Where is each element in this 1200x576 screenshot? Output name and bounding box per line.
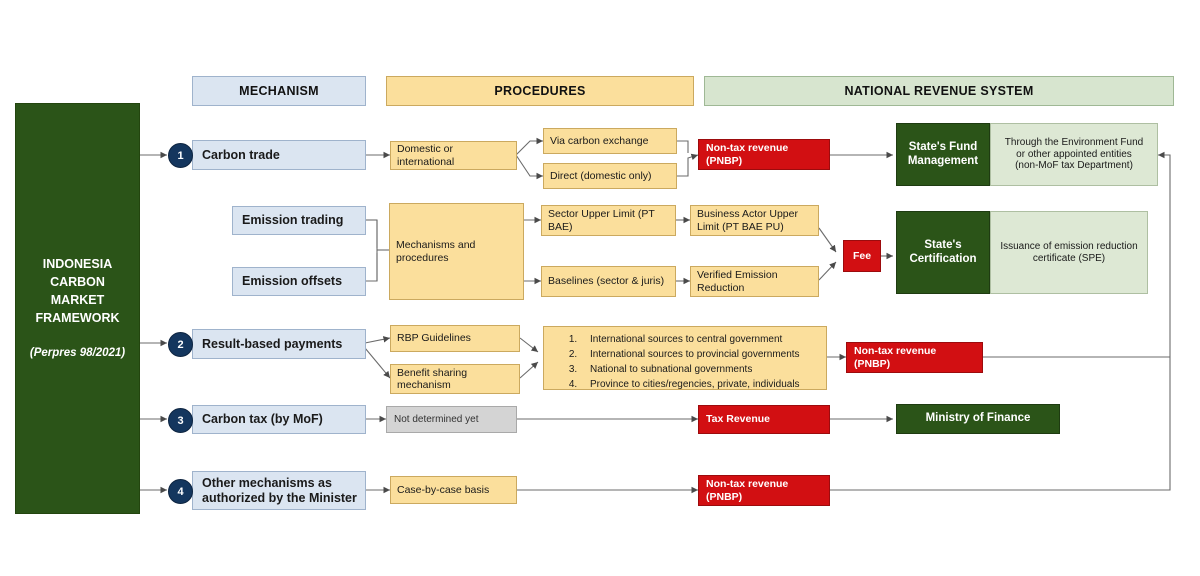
rbp-flow-list: International sources to central governm… — [543, 326, 827, 390]
framework-sidebar: INDONESIA CARBON MARKET FRAMEWORK (Perpr… — [15, 103, 140, 514]
list-item: National to subnational governments — [580, 364, 818, 376]
revenue-label-line-2: (PNBP) — [854, 357, 891, 370]
list-item: International sources to provincial gove… — [580, 349, 818, 361]
certification-title-line-2: Certification — [909, 252, 977, 265]
other-mechanism-line-1: Other mechanisms as — [202, 475, 332, 490]
procedure-line-2: procedures — [396, 251, 449, 264]
mechanism-carbon-tax[interactable]: Carbon tax (by MoF) — [192, 405, 366, 434]
certification-detail-line-1: Issuance of emission reduction — [1000, 240, 1138, 252]
procedure-sector-upper-limit[interactable]: Sector Upper Limit (PT BAE) — [541, 205, 676, 236]
mechanism-other-authorized-by-minister[interactable]: Other mechanisms as authorized by the Mi… — [192, 471, 366, 510]
list-item: International sources to central governm… — [580, 334, 818, 346]
sidebar-title-line-2: CARBON — [50, 275, 105, 290]
benefit-sharing-line-2: mechanism — [397, 379, 451, 391]
outcome-detail-spe-issuance: Issuance of emission reduction certifica… — [990, 211, 1148, 294]
sidebar-title-line-3: MARKET — [50, 293, 105, 308]
step-number-4: 4 — [168, 479, 193, 504]
outcome-detail-line-1: Through the Environment Fund — [1004, 136, 1144, 148]
certification-detail-line-2: certificate (SPE) — [1032, 252, 1106, 264]
procedure-not-determined-yet[interactable]: Not determined yet — [386, 406, 517, 433]
header-mechanism: MECHANISM — [192, 76, 366, 106]
procedure-business-actor-upper-limit[interactable]: Business Actor Upper Limit (PT BAE PU) — [690, 205, 819, 236]
sidebar-title-line-1: INDONESIA — [42, 256, 113, 271]
revenue-label-line-2: (PNBP) — [706, 154, 743, 167]
other-mechanism-line-2: authorized by the Minister — [202, 490, 357, 505]
outcome-ministry-of-finance[interactable]: Ministry of Finance — [896, 404, 1060, 434]
procedure-rbp-guidelines[interactable]: RBP Guidelines — [390, 325, 520, 352]
outcome-detail-environment-fund: Through the Environment Fund or other ap… — [990, 123, 1158, 186]
outcome-title-line-1: State's Fund — [908, 140, 978, 153]
step-number-1: 1 — [168, 143, 193, 168]
procedure-baselines-sector-juris[interactable]: Baselines (sector & juris) — [541, 266, 676, 297]
fee-node[interactable]: Fee — [843, 240, 881, 272]
outcome-states-fund-management[interactable]: State's Fund Management — [896, 123, 990, 186]
procedure-mechanisms-and-procedures[interactable]: Mechanisms and procedures — [389, 203, 524, 300]
step-number-3: 3 — [168, 408, 193, 433]
procedure-line-1: Mechanisms and — [396, 239, 476, 252]
certification-title-line-1: State's — [924, 238, 962, 251]
header-procedures: PROCEDURES — [386, 76, 694, 106]
procedure-domestic-or-international[interactable]: Domestic or international — [390, 141, 517, 170]
revenue-non-tax-pnbp-result-based[interactable]: Non-tax revenue (PNBP) — [846, 342, 983, 373]
outcome-states-certification[interactable]: State's Certification — [896, 211, 990, 294]
procedure-via-carbon-exchange[interactable]: Via carbon exchange — [543, 128, 677, 154]
benefit-sharing-line-1: Benefit sharing — [397, 366, 468, 379]
revenue-label-line-1: Non-tax revenue — [706, 142, 789, 155]
procedure-benefit-sharing-mechanism[interactable]: Benefit sharing mechanism — [390, 364, 520, 394]
revenue-label-line-1: Non-tax revenue — [706, 478, 789, 491]
outcome-detail-line-3: (non-MoF tax Department) — [1015, 160, 1133, 172]
step-number-2: 2 — [168, 332, 193, 357]
sidebar-regulation: (Perpres 98/2021) — [29, 347, 126, 360]
outcome-detail-line-2: or other appointed entities — [1016, 148, 1132, 160]
sidebar-title-line-4: FRAMEWORK — [35, 311, 120, 326]
mechanism-emission-trading[interactable]: Emission trading — [232, 206, 366, 235]
revenue-label-line-2: (PNBP) — [706, 490, 743, 503]
outcome-title-line-2: Management — [907, 154, 979, 167]
rbp-flow-ordered-list: International sources to central governm… — [558, 334, 818, 391]
mechanism-carbon-trade[interactable]: Carbon trade — [192, 140, 366, 170]
revenue-label-line-1: Non-tax revenue — [854, 345, 937, 358]
procedure-verified-emission-reduction[interactable]: Verified Emission Reduction — [690, 266, 819, 297]
mechanism-result-based-payments[interactable]: Result-based payments — [192, 329, 366, 359]
header-national-revenue-system: NATIONAL REVENUE SYSTEM — [704, 76, 1174, 106]
procedure-direct-domestic-only[interactable]: Direct (domestic only) — [543, 163, 677, 189]
revenue-tax-revenue[interactable]: Tax Revenue — [698, 405, 830, 434]
revenue-non-tax-pnbp-carbon-trade[interactable]: Non-tax revenue (PNBP) — [698, 139, 830, 170]
mechanism-emission-offsets[interactable]: Emission offsets — [232, 267, 366, 296]
list-item: Province to cities/regencies, private, i… — [580, 379, 818, 391]
revenue-non-tax-pnbp-other[interactable]: Non-tax revenue (PNBP) — [698, 475, 830, 506]
procedure-case-by-case-basis[interactable]: Case-by-case basis — [390, 476, 517, 504]
